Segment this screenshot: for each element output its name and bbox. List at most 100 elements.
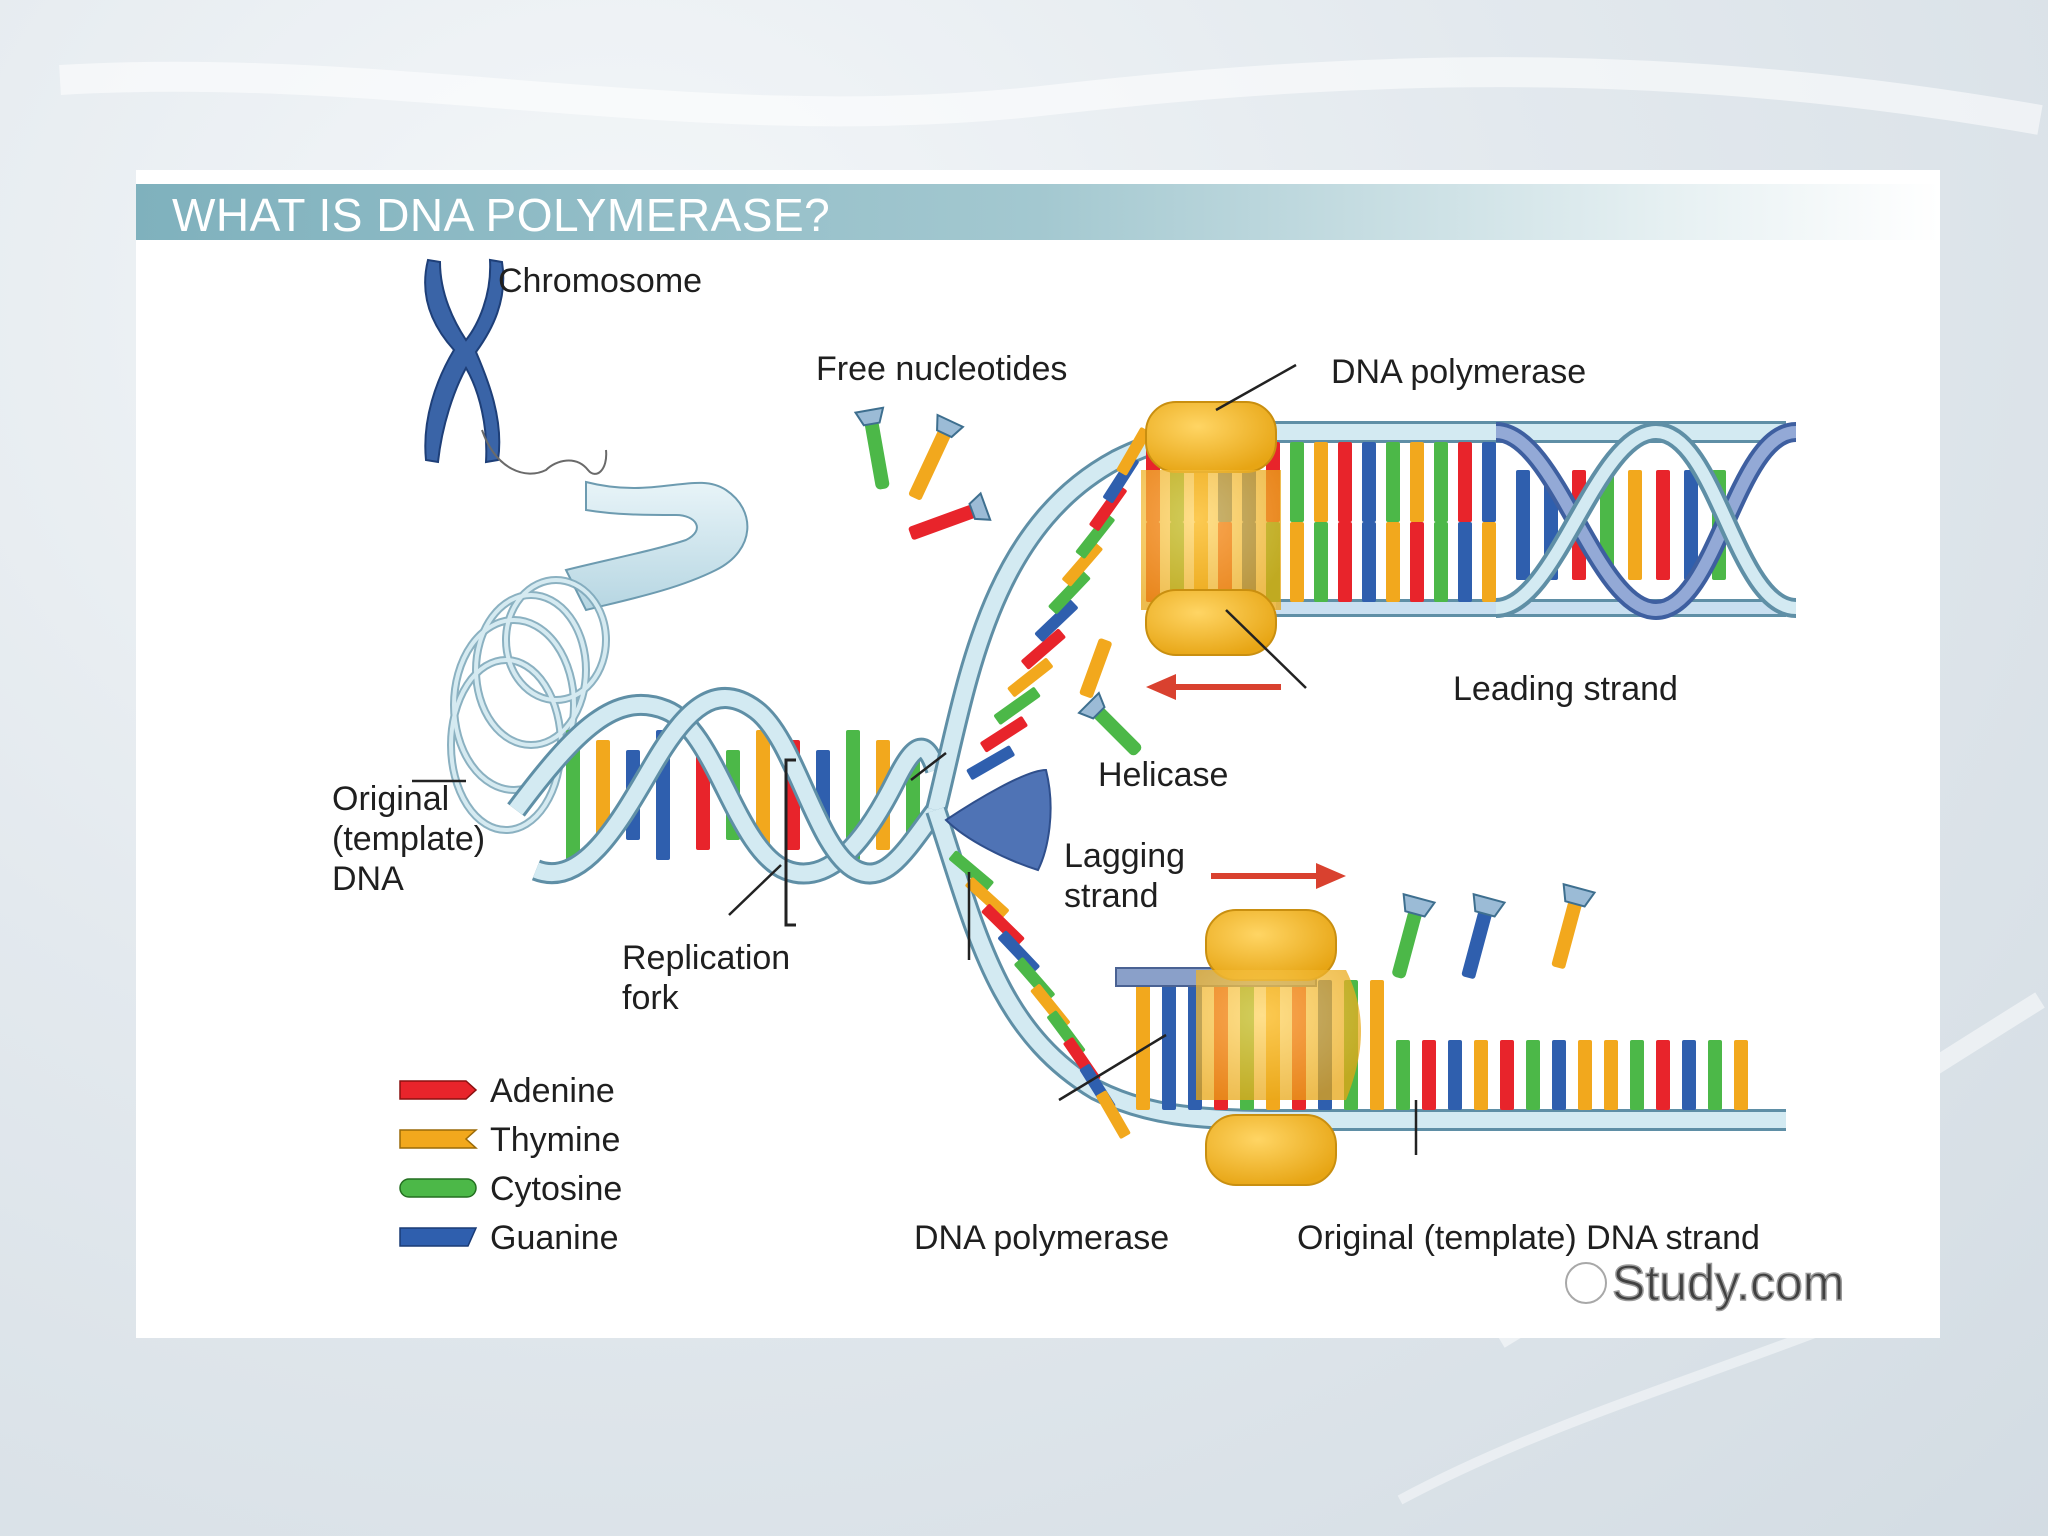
label-replication-1: Replication — [622, 939, 790, 977]
base-pair-bar — [981, 904, 1025, 947]
base-pair-bar — [1482, 442, 1496, 522]
chromosome-icon — [424, 258, 505, 464]
base-pair-bar — [1474, 1040, 1488, 1110]
base-pair-bar — [1682, 1040, 1696, 1110]
base-pair-bar — [1116, 427, 1151, 476]
base-pair-bar — [1096, 1090, 1131, 1139]
base-pair-bar — [1500, 1040, 1514, 1110]
cytosine-swatch-icon — [399, 1178, 477, 1198]
base-pair-bar — [1162, 980, 1176, 1110]
base-pair-bar — [1338, 522, 1352, 602]
base-pair-bar — [1290, 442, 1304, 522]
label-chromosome: Chromosome — [498, 262, 702, 300]
helicase-icon — [944, 768, 1052, 872]
legend-label: Guanine — [490, 1219, 619, 1257]
base-pair-bar — [1075, 513, 1115, 559]
base-pair-bar — [756, 730, 770, 860]
base-pair-bar — [1434, 442, 1448, 522]
adenine-swatch-icon — [399, 1080, 478, 1100]
base-pair-bar — [1604, 1040, 1618, 1110]
base-pair-bar — [1578, 1040, 1592, 1110]
base-pair-bar — [566, 730, 580, 860]
base-pair-bar — [1338, 442, 1352, 522]
label-dna-polymerase-bottom: DNA polymerase — [914, 1219, 1169, 1257]
base-pair-bar — [1386, 522, 1400, 602]
label-original-2: (template) — [332, 820, 485, 858]
base-pair-bar — [1021, 628, 1066, 670]
legend-item-thymine: Thymine — [399, 1121, 620, 1159]
base-pair-bar — [1048, 571, 1091, 614]
base-pair-bar — [949, 850, 994, 891]
lower-fork-unpaired-bases — [949, 850, 1131, 1139]
base-pair-bar — [1482, 522, 1496, 602]
label-leading-strand: Leading strand — [1453, 670, 1678, 708]
base-pair-bar — [994, 687, 1041, 725]
base-pair-bar — [1290, 522, 1304, 602]
guanine-swatch-icon — [399, 1227, 478, 1247]
base-pair-bar — [1526, 1040, 1540, 1110]
thymine-swatch-icon — [399, 1129, 478, 1149]
label-replication-2: fork — [622, 979, 680, 1017]
base-pair-bar — [1136, 980, 1150, 1110]
base-pair-bar — [1007, 658, 1053, 697]
base-pair-bar — [1630, 1040, 1644, 1110]
dna-polymerase-bottom — [1196, 909, 1361, 1186]
base-pair-bar — [1516, 470, 1530, 580]
leader-lines — [412, 363, 1418, 1155]
base-pair-bar — [1314, 442, 1328, 522]
free-nucleotides-top — [853, 406, 1142, 756]
legend-label: Thymine — [490, 1121, 620, 1159]
base-pair-bar — [1552, 1040, 1566, 1110]
base-pair-bar — [1314, 522, 1328, 602]
slide-title: WHAT IS DNA POLYMERASE? — [172, 189, 831, 241]
base-pair-bar — [1708, 1040, 1722, 1110]
study-watermark: Study.com — [1563, 1254, 1845, 1312]
label-lagging-2: strand — [1064, 877, 1159, 915]
base-pair-bar — [1434, 522, 1448, 602]
label-dna-polymerase-top: DNA polymerase — [1331, 353, 1586, 391]
base-pair-bar — [1458, 442, 1472, 522]
base-pair-bar — [966, 745, 1015, 780]
base-pair-bar — [1656, 470, 1670, 580]
base-pair-bar — [1362, 442, 1376, 522]
free-nucleotides-bottom — [1392, 882, 1597, 979]
upper-fork-unpaired-bases — [966, 427, 1151, 780]
base-pair-bar — [1089, 484, 1127, 531]
legend-item-adenine: Adenine — [399, 1072, 615, 1110]
base-pair-bar — [1628, 470, 1642, 580]
watermark-text: Study.com — [1612, 1255, 1845, 1311]
base-pair-bar — [965, 877, 1009, 919]
base-pair-bar — [1035, 599, 1078, 642]
base-pair-bar — [1458, 522, 1472, 602]
legend-label: Cytosine — [490, 1170, 622, 1208]
chromatin-fiber — [481, 429, 608, 475]
replication-fork-bracket — [784, 758, 796, 927]
label-lagging-1: Lagging — [1064, 837, 1185, 875]
title-bar: WHAT IS DNA POLYMERASE? — [136, 184, 1940, 241]
slide-card: WHAT IS DNA POLYMERASE? — [136, 170, 1940, 1338]
base-pair-bar — [1422, 1040, 1436, 1110]
base-pair-bar — [1062, 542, 1103, 587]
dna-polymerase-top — [1141, 401, 1281, 656]
base-pair-bar — [1362, 522, 1376, 602]
base-pair-bar — [1410, 442, 1424, 522]
base-pair-bar — [1370, 980, 1384, 1110]
label-original-3: DNA — [332, 860, 404, 898]
base-pair-bar — [1684, 470, 1698, 580]
label-free-nucleotides: Free nucleotides — [816, 350, 1067, 388]
leading-direction-arrow — [1146, 674, 1281, 700]
legend-item-cytosine: Cytosine — [399, 1170, 622, 1208]
label-helicase: Helicase — [1098, 756, 1228, 794]
base-pair-bar — [1396, 1040, 1410, 1110]
base-pair-bar — [1386, 442, 1400, 522]
legend-item-guanine: Guanine — [399, 1219, 619, 1257]
base-pair-bar — [1656, 1040, 1670, 1110]
chromatin-tube — [564, 480, 749, 612]
dna-replication-diagram: Chromosome Free nucleotides DNA polymera… — [332, 258, 1845, 1312]
lagging-direction-arrow — [1211, 863, 1346, 889]
base-pair-bar — [1448, 1040, 1462, 1110]
base-pair-bar — [1734, 1040, 1748, 1110]
legend-label: Adenine — [490, 1072, 615, 1110]
base-pair-bar — [1410, 522, 1424, 602]
legend: Adenine Thymine Cytosine Guanine — [399, 1072, 622, 1257]
